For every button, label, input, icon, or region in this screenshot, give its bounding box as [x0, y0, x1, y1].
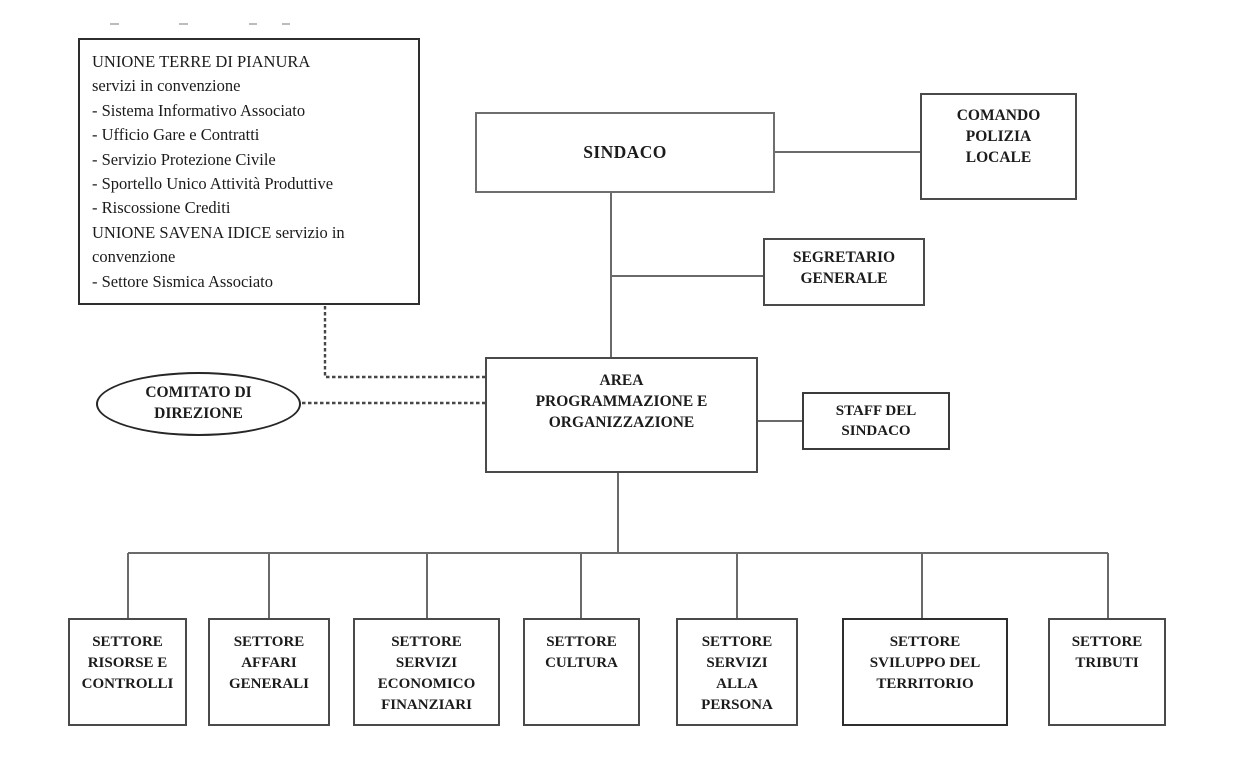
node-segretario-generale: SEGRETARIO GENERALE	[763, 238, 925, 306]
node-settore-servizi-alla-persona: SETTORE SERVIZI ALLA PERSONA	[676, 618, 798, 726]
node-settore-tributi: SETTORE TRIBUTI	[1048, 618, 1166, 726]
dashed-connector-unione-area	[323, 306, 486, 379]
sector-label: SETTORE SERVIZI ECONOMICO FINANZIARI	[377, 634, 476, 713]
node-comitato-di-direzione: COMITATO DI DIREZIONE	[96, 372, 301, 436]
node-staff-label: STAFF DEL SINDACO	[835, 402, 917, 439]
unione-servizi-box: UNIONE TERRE DI PIANURA servizi in conve…	[78, 38, 420, 305]
sector-label: SETTORE SERVIZI ALLA PERSONA	[701, 634, 773, 713]
sector-label: SETTORE SVILUPPO DEL TERRITORIO	[869, 634, 981, 692]
node-settore-cultura: SETTORE CULTURA	[523, 618, 640, 726]
node-area-programmazione: AREA PROGRAMMAZIONE E ORGANIZZAZIONE	[485, 357, 758, 473]
cropped-text-artifact	[249, 23, 257, 25]
node-settore-sviluppo-territorio: SETTORE SVILUPPO DEL TERRITORIO	[842, 618, 1008, 726]
cropped-text-artifact	[282, 23, 290, 25]
sector-label: SETTORE RISORSE E CONTROLLI	[81, 634, 174, 692]
node-area-label: AREA PROGRAMMAZIONE E ORGANIZZAZIONE	[535, 372, 708, 431]
node-segretario-label: SEGRETARIO GENERALE	[792, 249, 896, 287]
node-settore-risorse-controlli: SETTORE RISORSE E CONTROLLI	[68, 618, 187, 726]
node-comando-label: COMANDO POLIZIA LOCALE	[956, 107, 1041, 166]
unione-servizi-text: UNIONE TERRE DI PIANURA servizi in conve…	[92, 52, 345, 291]
cropped-text-artifact	[110, 23, 119, 25]
node-settore-servizi-economico-finanziari: SETTORE SERVIZI ECONOMICO FINANZIARI	[353, 618, 500, 726]
node-settore-affari-generali: SETTORE AFFARI GENERALI	[208, 618, 330, 726]
sector-label: SETTORE AFFARI GENERALI	[228, 634, 310, 692]
node-comando-polizia-locale: COMANDO POLIZIA LOCALE	[920, 93, 1077, 200]
cropped-text-artifact	[179, 23, 188, 25]
node-staff-del-sindaco: STAFF DEL SINDACO	[802, 392, 950, 450]
node-comitato-label: COMITATO DI DIREZIONE	[145, 384, 252, 422]
node-sindaco-label: SINDACO	[583, 141, 667, 162]
sector-label: SETTORE CULTURA	[545, 634, 618, 671]
sector-label: SETTORE TRIBUTI	[1071, 634, 1143, 671]
node-sindaco: SINDACO	[475, 112, 775, 193]
